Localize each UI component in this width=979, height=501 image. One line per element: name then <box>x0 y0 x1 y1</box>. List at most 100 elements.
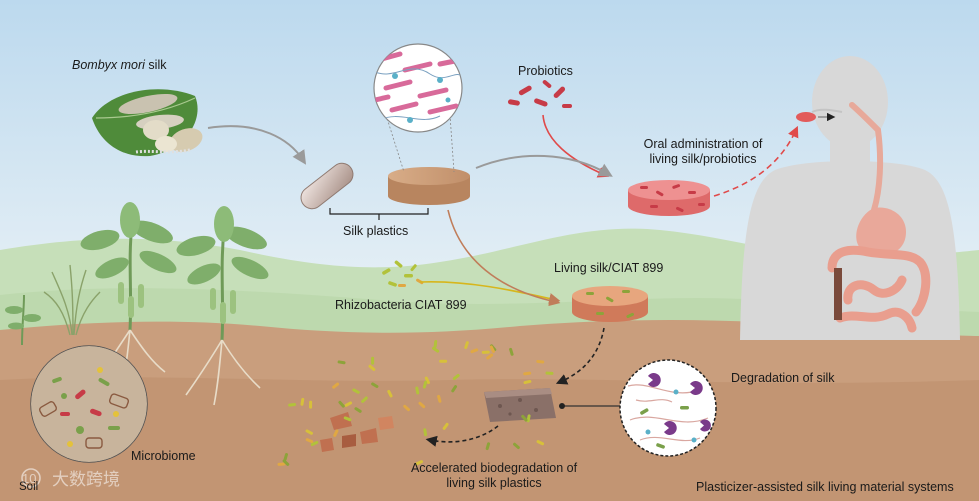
soil-bacterium <box>437 394 442 403</box>
soil-bacterium <box>337 360 346 365</box>
label-oral-line2: living silk/probiotics <box>649 152 757 166</box>
label-bombyx-species: Bombyx mori <box>72 58 145 72</box>
soil-bacterium <box>523 371 532 376</box>
soil-bacterium <box>354 407 362 413</box>
soil-bacterium <box>452 373 460 381</box>
label-bombyx-rest: silk <box>144 58 167 72</box>
label-living-silk: Living silk/CIAT 899 <box>554 261 664 275</box>
soybean-plant-right <box>176 206 269 406</box>
soil-bacterium <box>332 382 340 389</box>
soil-bacterium <box>526 414 531 423</box>
soil-bacterium <box>310 440 319 447</box>
living-silk-disc <box>572 286 648 322</box>
soil-bacterium <box>422 380 428 389</box>
soil-bacterium <box>485 442 491 451</box>
human-silhouette <box>740 56 960 340</box>
soil-bacterium <box>423 428 428 437</box>
soil-bacterium <box>442 422 449 430</box>
label-bombyx: Bombyx mori silk <box>72 58 166 73</box>
arrow-oral-to-human <box>713 125 799 197</box>
label-microbiome: Microbiome <box>131 449 196 463</box>
label-plasticizer: Plasticizer-assisted silk living materia… <box>696 480 954 494</box>
soil-bacterium <box>361 396 368 403</box>
soil-bacterium <box>464 341 469 349</box>
silk-plastics-bracket <box>329 208 429 220</box>
soil-bacterium <box>305 429 313 435</box>
silk-pill-oral <box>796 112 816 122</box>
arrow-living-to-block <box>555 327 605 385</box>
rhizobacteria <box>382 260 424 287</box>
soil-bacterium <box>352 388 360 394</box>
soil-bacterium <box>424 376 430 385</box>
silkworm-leaf-illustration <box>92 89 203 157</box>
small-plant <box>5 294 41 346</box>
soil-bacterium <box>305 438 314 444</box>
soil-bacterium <box>338 400 345 408</box>
soil-bacterium <box>481 350 490 354</box>
label-soil: Soil <box>19 481 39 493</box>
soil-bacterium <box>513 442 520 449</box>
arrow-block-to-fragments <box>425 425 499 447</box>
arrow-silk-to-pill <box>207 125 307 165</box>
probiotic-bacteria <box>507 80 572 108</box>
soil-bacteria <box>277 340 554 466</box>
soil-bacterium <box>368 364 376 371</box>
silk-disc <box>388 167 470 205</box>
soil-bacterium <box>283 453 288 461</box>
degradation-zoom <box>619 359 717 457</box>
arrow-disc-to-oral <box>475 154 613 177</box>
soil-bacterium <box>415 386 420 395</box>
arrow-probiotics <box>542 114 610 178</box>
soil-bacterium <box>344 401 353 407</box>
watermark-prefix: 10 <box>22 471 36 486</box>
soil-bacterium <box>309 400 313 409</box>
label-oral-line1: Oral administration of <box>643 137 763 151</box>
soil-bacterium <box>371 356 375 365</box>
label-oral: Oral administration of living silk/probi… <box>634 137 772 167</box>
soil-bacterium <box>536 440 545 446</box>
oral-living-silk-disc <box>628 180 710 216</box>
microbiome-zoom <box>30 345 148 463</box>
soil-bacterium <box>343 416 352 422</box>
silk-fragments <box>320 412 394 452</box>
silk-pill <box>300 162 354 210</box>
label-probiotics: Probiotics <box>518 64 573 78</box>
soil-bacterium <box>333 429 339 437</box>
soil-bacterium <box>521 414 528 422</box>
soil-bacterium <box>277 462 286 466</box>
soil-bacterium <box>451 385 457 393</box>
soil-bacterium <box>288 402 297 407</box>
soil-bacterium <box>432 346 440 353</box>
label-rhizobacteria: Rhizobacteria CIAT 899 <box>335 298 467 312</box>
soil-bacterium <box>486 353 494 360</box>
label-silk-plastics: Silk plastics <box>343 224 409 238</box>
soil-bacterium <box>387 389 393 398</box>
soil-bacterium <box>415 460 424 466</box>
arrow-disc-to-living <box>447 209 561 307</box>
soil-bacterium <box>523 379 532 385</box>
watermark: 10 大数跨境 <box>21 468 120 490</box>
degrading-silk-block <box>484 388 556 422</box>
soil-bacterium <box>418 401 426 409</box>
soil-bacterium <box>403 404 410 412</box>
soil-bacterium <box>433 340 438 349</box>
soil-bacterium <box>300 397 305 406</box>
watermark-text: 大数跨境 <box>52 470 120 490</box>
soil-bacterium <box>371 382 379 388</box>
label-accelerated-line2: living silk plastics <box>446 476 542 490</box>
soil-bacterium <box>545 371 554 375</box>
arrow-rhizobacteria <box>419 280 561 305</box>
silk-fiber-zoom <box>373 43 463 173</box>
soil-bacterium <box>439 359 448 363</box>
soil-bacterium <box>282 459 290 466</box>
label-accelerated-line1: Accelerated biodegradation of <box>410 461 578 475</box>
soil-bacterium <box>470 348 479 354</box>
label-accelerated: Accelerated biodegradation of living sil… <box>408 461 580 491</box>
soil-bacterium <box>489 345 495 353</box>
soil-bacterium <box>509 347 514 356</box>
grass-plant <box>43 264 101 336</box>
soil-bacterium <box>536 359 545 364</box>
soil-layer <box>0 377 979 501</box>
